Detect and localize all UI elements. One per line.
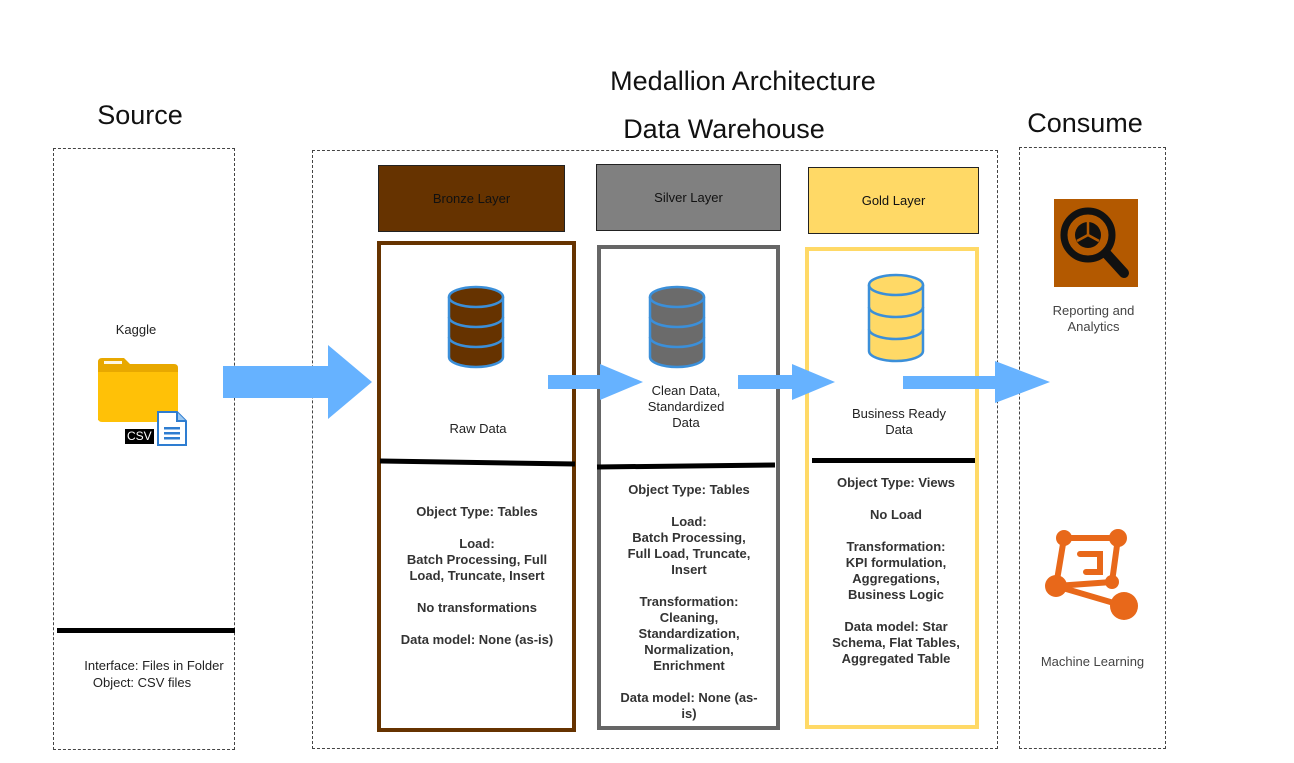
main-title: Medallion Architecture [610,66,876,96]
silver-data-label: Clean Data, Standardized Data [647,383,725,430]
bronze-details: Object Type: Tables Load: Batch Processi… [400,504,554,647]
gold-to-consume-arrow [903,361,1050,403]
gold-database-icon [867,273,925,363]
bronze-database-icon [447,285,505,369]
folder-icon [98,358,178,422]
machine-learning-icon [1045,529,1138,620]
silver-layer-header: Silver Layer [596,164,781,231]
warehouse-title: Data Warehouse [623,114,825,144]
consume-box [1019,147,1166,749]
source-divider [57,628,235,633]
silver-details: Object Type: Tables Load: Batch Processi… [620,482,758,721]
source-title: Source [97,100,183,130]
source-box [53,148,235,750]
bronze-panel [377,241,576,732]
bronze-layer-header: Bronze Layer [378,165,565,232]
warehouse-box [312,150,998,749]
gold-panel [805,247,979,729]
csv-file-icon [157,411,187,446]
source-interface: Interface: Files in Folder [84,658,224,673]
bronze-data-label: Raw Data [449,421,507,436]
source-name: Kaggle [115,322,157,337]
gold-layer-header: Gold Layer [808,167,979,234]
silver-database-icon [648,285,706,369]
gold-data-label: Business Ready Data [852,406,946,437]
bronze-divider [379,458,576,467]
gold-divider [812,458,975,463]
source-to-bronze-arrow [223,345,372,419]
reporting-analytics-icon [1054,199,1138,287]
silver-panel [597,245,780,730]
csv-badge: CSV [125,429,154,444]
bronze-to-silver-arrow [548,364,643,400]
silver-to-gold-arrow [738,364,835,400]
consume-title: Consume [1027,108,1143,138]
silver-divider [596,462,776,470]
gold-details: Object Type: Views No Load Transformatio… [832,475,960,666]
machine-learning-label: Machine Learning [1040,654,1145,669]
reporting-analytics-label: Reporting and Analytics [1052,303,1135,334]
source-object: Object: CSV files [92,675,192,690]
